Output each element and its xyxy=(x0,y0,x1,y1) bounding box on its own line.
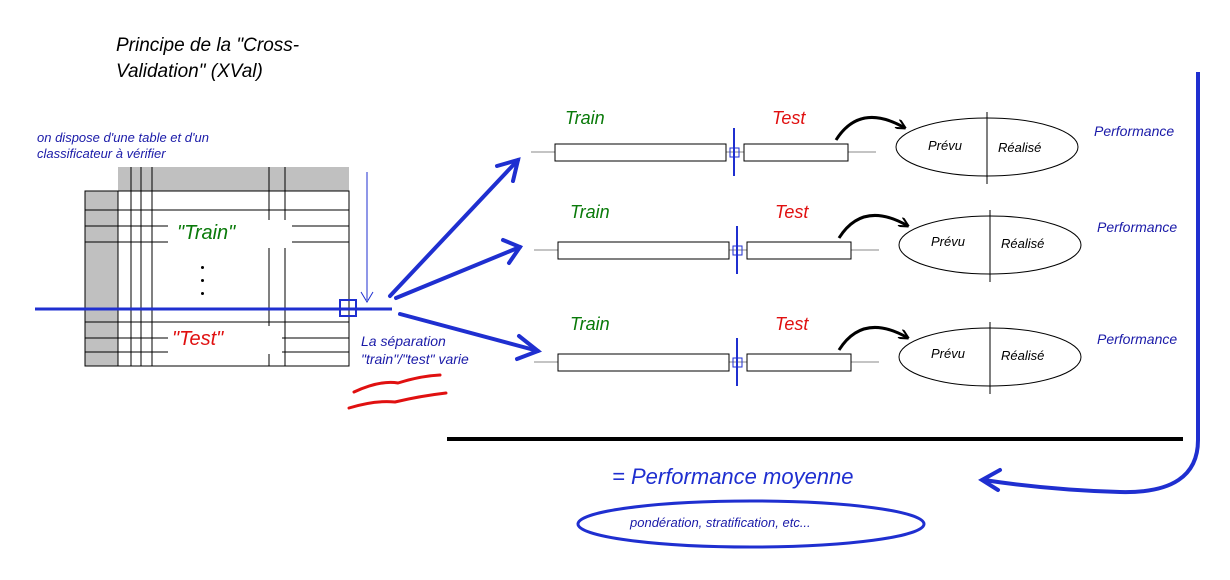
return-arrow-head xyxy=(978,468,1002,492)
fold-split-marker-1 xyxy=(729,147,740,158)
fold-predicted-label-1: Prévu xyxy=(928,138,962,153)
split-pointer-head xyxy=(360,291,374,303)
table-train-label: "Train" xyxy=(177,222,236,244)
note-text: pondération, stratification, etc... xyxy=(630,515,811,530)
separation-note: La séparation "train"/"test" varie xyxy=(361,332,469,368)
test-bar-3 xyxy=(746,353,852,372)
fold-split-marker-2 xyxy=(732,245,743,256)
fold-predicted-label-2: Prévu xyxy=(931,234,965,249)
test-bar-2 xyxy=(746,241,852,260)
fold-performance-label-3: Performance xyxy=(1097,331,1178,347)
mean-performance: = Performance moyenne xyxy=(612,464,854,489)
separation-line-1: La séparation xyxy=(361,333,446,349)
fold-curve-arrow-3 xyxy=(837,325,908,351)
train-bar-1 xyxy=(554,143,727,162)
branch-arrows xyxy=(388,157,543,361)
train-bar-2 xyxy=(557,241,730,260)
fold-actual-label-3: Réalisé xyxy=(1001,348,1045,363)
separation-line-2: "train"/"test" varie xyxy=(361,351,469,367)
branch-arrow-2 xyxy=(394,245,522,300)
split-marker xyxy=(339,299,357,317)
test-label-mask xyxy=(168,326,282,354)
red-scribble-1 xyxy=(352,373,442,394)
test-bar-1 xyxy=(743,143,849,162)
branch-arrow-3 xyxy=(398,312,540,353)
fold-actual-label-2: Réalisé xyxy=(1001,236,1045,251)
fold-curve-arrow-1 xyxy=(834,115,905,141)
fold-test-label-2: Test xyxy=(775,202,809,222)
fold-train-label-3: Train xyxy=(570,314,610,334)
train-bar-3 xyxy=(557,353,730,372)
table-outline xyxy=(84,190,119,367)
ellipsis-dot-3 xyxy=(201,292,204,295)
fold-test-label-3: Test xyxy=(775,314,809,334)
ellipsis-dot-2 xyxy=(201,279,204,282)
fold-predicted-label-3: Prévu xyxy=(931,346,965,361)
folds xyxy=(531,112,1082,394)
data-table xyxy=(35,167,392,367)
ellipsis-dot-1 xyxy=(201,266,204,269)
fold-performance-label-2: Performance xyxy=(1097,219,1178,235)
fold-performance-label-1: Performance xyxy=(1094,123,1175,139)
return-arrow xyxy=(983,72,1200,495)
fold-train-label-1: Train xyxy=(565,108,605,128)
diagram-title: Principe de la "Cross-Validation" (XVal) xyxy=(116,35,300,82)
table-side-band xyxy=(85,191,118,366)
fold-curve-arrow-2 xyxy=(837,213,908,239)
fold-train-label-2: Train xyxy=(570,202,610,222)
red-scribble-2 xyxy=(347,391,448,410)
branch-arrow-1 xyxy=(388,158,520,298)
fold-split-marker-3 xyxy=(732,357,743,368)
fold-test-label-1: Test xyxy=(772,108,806,128)
train-label-mask xyxy=(168,220,292,248)
note-ellipse xyxy=(576,499,926,549)
intro-text: on dispose d'une table et d'un classific… xyxy=(37,130,209,161)
fold-actual-label-1: Réalisé xyxy=(998,140,1042,155)
table-header-band xyxy=(118,167,349,191)
table-test-label: "Test" xyxy=(172,328,224,350)
